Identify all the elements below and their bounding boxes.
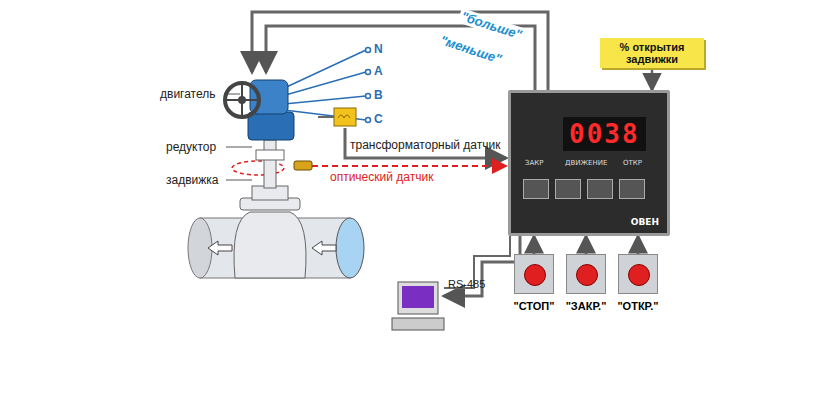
panel-button [619,179,645,199]
push-button: "СТОП" [508,254,560,312]
computer [392,282,444,330]
controller-panel: 0038ЗАКР ДВИЖЕНИЕ ОТКР ОВЕН [508,90,670,236]
connector [533,236,536,254]
button-label: "СТОП" [508,300,560,312]
button-square [514,254,554,294]
label-text: RS-485 [448,278,485,290]
panel-text: ДВИЖЕНИЕ [565,159,607,167]
connector [651,68,654,90]
push-button: "ОТКР." [612,254,664,312]
label-text: двигатель [160,87,216,101]
button-square [566,254,606,294]
motor [225,80,288,117]
red-button [628,264,650,286]
display-digits: 0038 [563,117,646,151]
button-label: "ОТКР." [612,300,664,312]
sensor-wire [345,128,506,158]
label-text: "меньше" [436,32,505,67]
optical-beam [312,165,506,167]
connector [585,236,588,254]
panel-text: ОВЕН [631,217,659,227]
callout-text: % открытия задвижки [606,41,698,65]
label-text: B [374,88,383,102]
panel-button [523,179,549,199]
valve-body [234,140,306,278]
push-button: "ЗАКР." [560,254,612,312]
label-text: C [374,112,383,126]
red-button [524,264,546,286]
label-text: "больше" [457,8,525,43]
label-text: задвижка [166,173,218,187]
panel-button [555,179,581,199]
label-text: оптический датчик [330,170,433,184]
callout-box: % открытия задвижки [600,38,704,68]
label-text: N [374,42,383,56]
panel-text: ЗАКР [525,159,543,167]
button-square [618,254,658,294]
label-text: редуктор [166,140,216,154]
label-text: A [374,64,383,78]
panel-button [587,179,613,199]
button-label: "ЗАКР." [560,300,612,312]
label-text: трансформаторный датчик [350,138,500,152]
connector [637,236,640,254]
rs485-wire [444,236,520,296]
red-button [576,264,598,286]
panel-text: ОТКР [623,159,642,167]
